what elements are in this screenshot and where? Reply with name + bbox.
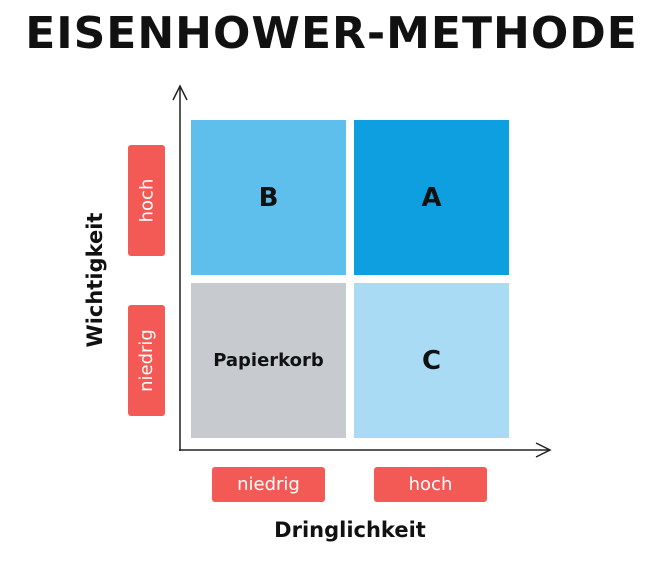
x-axis-arrow [179,442,552,458]
quadrant-papierkorb: Papierkorb [191,283,346,438]
x-level-hoch: hoch [408,474,453,495]
y-level-niedrig-tag: niedrig [128,305,165,416]
quadrant-a-label: A [421,182,442,213]
y-level-hoch-tag: hoch [128,145,165,256]
x-level-niedrig: niedrig [237,474,300,495]
quadrant-c-label: C [421,345,442,376]
y-level-hoch: hoch [136,178,158,223]
y-level-niedrig: niedrig [136,329,157,392]
y-axis-arrow [172,84,188,451]
x-level-niedrig-tag: niedrig [212,467,325,502]
page-title: EISENHOWER-METHODE [25,8,638,59]
quadrant-papierkorb-label: Papierkorb [213,350,324,371]
quadrant-a: A [354,120,509,275]
quadrant-b-label: B [258,182,279,213]
quadrant-b: B [191,120,346,275]
x-axis-label: Dringlichkeit [274,518,426,542]
quadrant-c: C [354,283,509,438]
x-level-hoch-tag: hoch [374,467,487,502]
y-axis-label: Wichtigkeit [83,212,107,348]
